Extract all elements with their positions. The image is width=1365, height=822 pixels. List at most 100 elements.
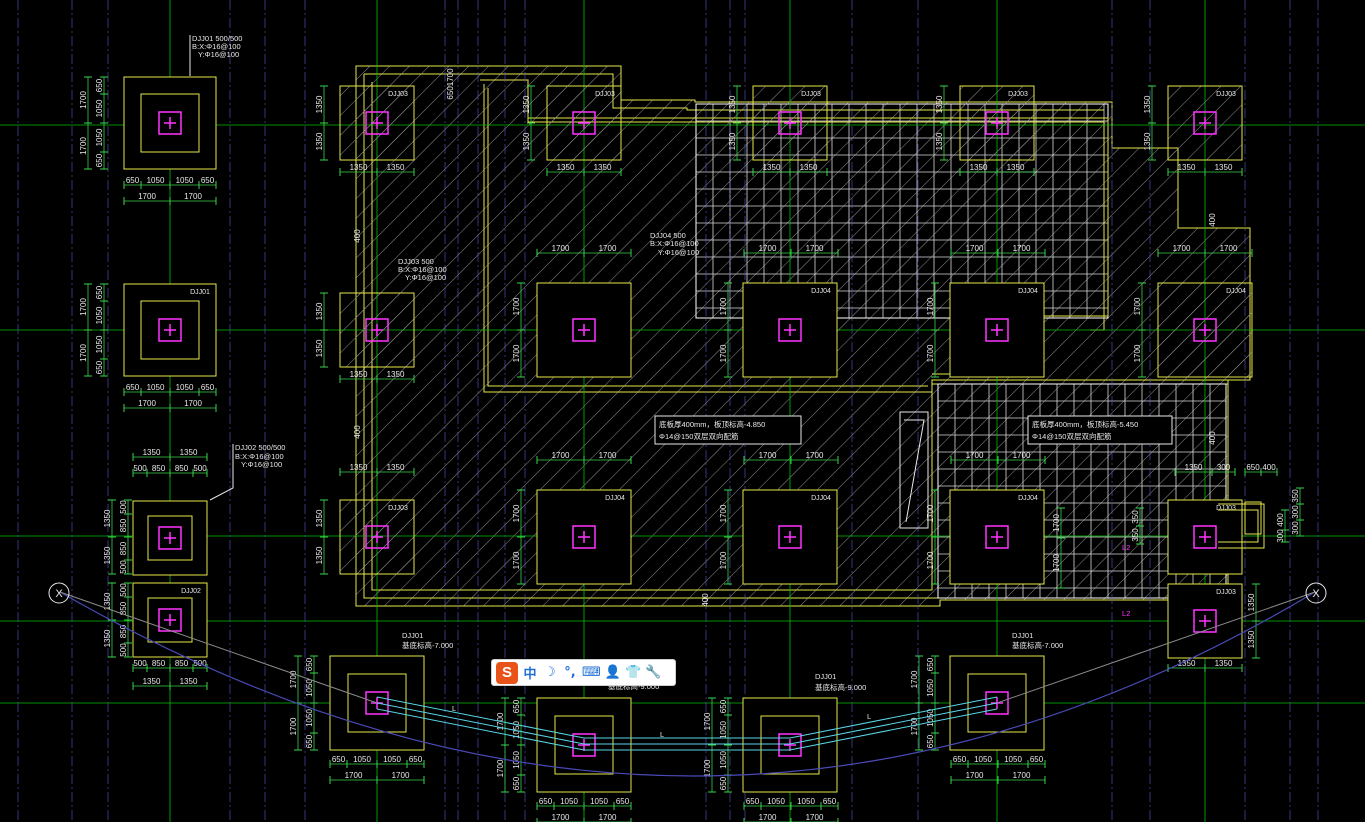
dim-text: 1700 bbox=[719, 344, 728, 362]
footing-label: DJJ04 bbox=[605, 495, 625, 502]
dim-text: 1050 bbox=[926, 679, 935, 697]
dim-text: 1700 bbox=[79, 137, 88, 155]
dim-text: 1350 bbox=[557, 163, 575, 172]
dim-text: 1050 bbox=[512, 751, 521, 769]
punctuation-button[interactable]: °, bbox=[564, 665, 576, 680]
footing-pad: DJJ03 bbox=[1167, 499, 1243, 575]
dim-text: 1350 bbox=[1143, 95, 1152, 113]
note-center: DJJ04 500 bbox=[650, 231, 686, 240]
footing-inner bbox=[140, 93, 200, 153]
footing-outer bbox=[339, 499, 415, 575]
sogou-logo-icon[interactable]: S bbox=[496, 661, 518, 684]
dim-text: 650 bbox=[926, 657, 935, 671]
user-icon[interactable]: 👤 bbox=[604, 665, 621, 680]
dim-text: 1700 bbox=[289, 670, 298, 688]
column-cross bbox=[164, 532, 176, 544]
dim-text: 1700 bbox=[1052, 554, 1061, 572]
column-cross bbox=[1199, 117, 1211, 129]
dim-text: 1700 bbox=[1133, 297, 1142, 315]
dim-text: 1350 bbox=[143, 448, 161, 457]
keyboard-icon[interactable]: ⌨ bbox=[582, 665, 601, 680]
dim-text: 650 bbox=[746, 797, 760, 806]
footing-pad: DJJ02 bbox=[132, 582, 208, 658]
dim-text: 1050 bbox=[719, 721, 728, 739]
footing-label: DJJ01 bbox=[190, 289, 210, 296]
diagonal-axis-right bbox=[996, 591, 1316, 704]
svg-text:X: X bbox=[55, 588, 63, 600]
tools-icon[interactable]: 🔧 bbox=[645, 665, 662, 680]
dim-text: 650 bbox=[1246, 463, 1260, 472]
column-cross bbox=[578, 531, 590, 543]
column-cross bbox=[578, 324, 590, 336]
column-square bbox=[365, 691, 389, 715]
footing-label: DJJ04 bbox=[1226, 288, 1246, 295]
dim-text: 1700 bbox=[1013, 244, 1031, 253]
skin-icon[interactable]: 👕 bbox=[624, 665, 642, 680]
dim-text: 500 bbox=[133, 659, 147, 668]
note-dj02: DJJ02 500/500 bbox=[235, 443, 285, 452]
column-cross bbox=[371, 324, 383, 336]
dim-text: 1700 bbox=[512, 297, 521, 315]
dim-text: 650 bbox=[126, 176, 140, 185]
column-cross bbox=[578, 739, 590, 751]
dim-text: 350 bbox=[1291, 489, 1300, 503]
dim-text: 300 bbox=[1291, 521, 1300, 535]
dim-text: 1050 bbox=[767, 797, 785, 806]
footing-outer bbox=[752, 85, 828, 161]
column-square bbox=[158, 111, 182, 135]
dim-text: 1350 bbox=[315, 509, 324, 527]
dim-text: 1050 bbox=[95, 306, 104, 324]
column-cross bbox=[578, 117, 590, 129]
dim-text: 500 bbox=[193, 464, 207, 473]
dim-text: 1700 bbox=[79, 344, 88, 362]
column-square bbox=[1193, 525, 1217, 549]
dim-text: 1350 bbox=[763, 163, 781, 172]
svg-text:L: L bbox=[867, 712, 871, 721]
ime-toolbar[interactable]: S 中 ☽ °, ⌨ 👤 👕 🔧 bbox=[491, 659, 676, 686]
dim-text: 1050 bbox=[305, 709, 314, 727]
moon-icon[interactable]: ☽ bbox=[544, 665, 556, 680]
dim-text: 1700 bbox=[926, 551, 935, 569]
svg-text:基底标高-7.000: 基底标高-7.000 bbox=[1012, 640, 1063, 650]
dim-text: 650 bbox=[719, 699, 728, 713]
dim-text: 1700 bbox=[184, 192, 202, 201]
footing-pad bbox=[123, 76, 217, 170]
footing-pad: DJJ01 bbox=[123, 283, 217, 377]
column-cross bbox=[991, 531, 1003, 543]
footing-inner bbox=[147, 515, 193, 561]
footing-inner bbox=[147, 597, 193, 643]
ime-mode-button[interactable]: 中 bbox=[523, 667, 537, 682]
dim-text: 1050 bbox=[797, 797, 815, 806]
svg-text:Y:Φ16@100: Y:Φ16@100 bbox=[658, 248, 699, 257]
dim-text: 350 bbox=[1131, 528, 1140, 542]
dim-text: 1350 bbox=[387, 163, 405, 172]
column-square bbox=[158, 318, 182, 342]
column-cross bbox=[1199, 531, 1211, 543]
dim-text: 1700 bbox=[759, 244, 777, 253]
dim-text: 1350 bbox=[1007, 163, 1025, 172]
footing-pad bbox=[742, 697, 838, 793]
footing-outer bbox=[1157, 282, 1253, 378]
dim-text: 1700 bbox=[79, 91, 88, 109]
dim-text: 500 bbox=[119, 500, 128, 514]
dim-text: 1050 bbox=[560, 797, 578, 806]
dim-text: 1050 bbox=[305, 679, 314, 697]
column-square bbox=[778, 111, 802, 135]
dim-text: 1350 bbox=[350, 163, 368, 172]
dim-text: 650 bbox=[512, 699, 521, 713]
dim-text: 1700 bbox=[806, 244, 824, 253]
axis-bubble-right: X bbox=[1305, 582, 1327, 604]
svg-text:Y:Φ16@100: Y:Φ16@100 bbox=[405, 273, 446, 282]
dim-text: 1350 bbox=[1178, 163, 1196, 172]
dim-text: 650 bbox=[616, 797, 630, 806]
dim-text: 1700 bbox=[289, 717, 298, 735]
footing-pad: DJJ04 bbox=[1157, 282, 1253, 378]
footing-label: DJJ02 bbox=[181, 588, 201, 595]
dim-text: 1700 bbox=[759, 813, 777, 822]
footing-label: DJJ04 bbox=[1018, 495, 1038, 502]
dimension-layer: 650 1050 1050 650 1700 1700 650 1050 1050 650 1700… bbox=[79, 68, 1304, 822]
svg-text:DJJ01: DJJ01 bbox=[1012, 631, 1033, 640]
dim-text: 650 bbox=[126, 383, 140, 392]
column-square bbox=[365, 525, 389, 549]
